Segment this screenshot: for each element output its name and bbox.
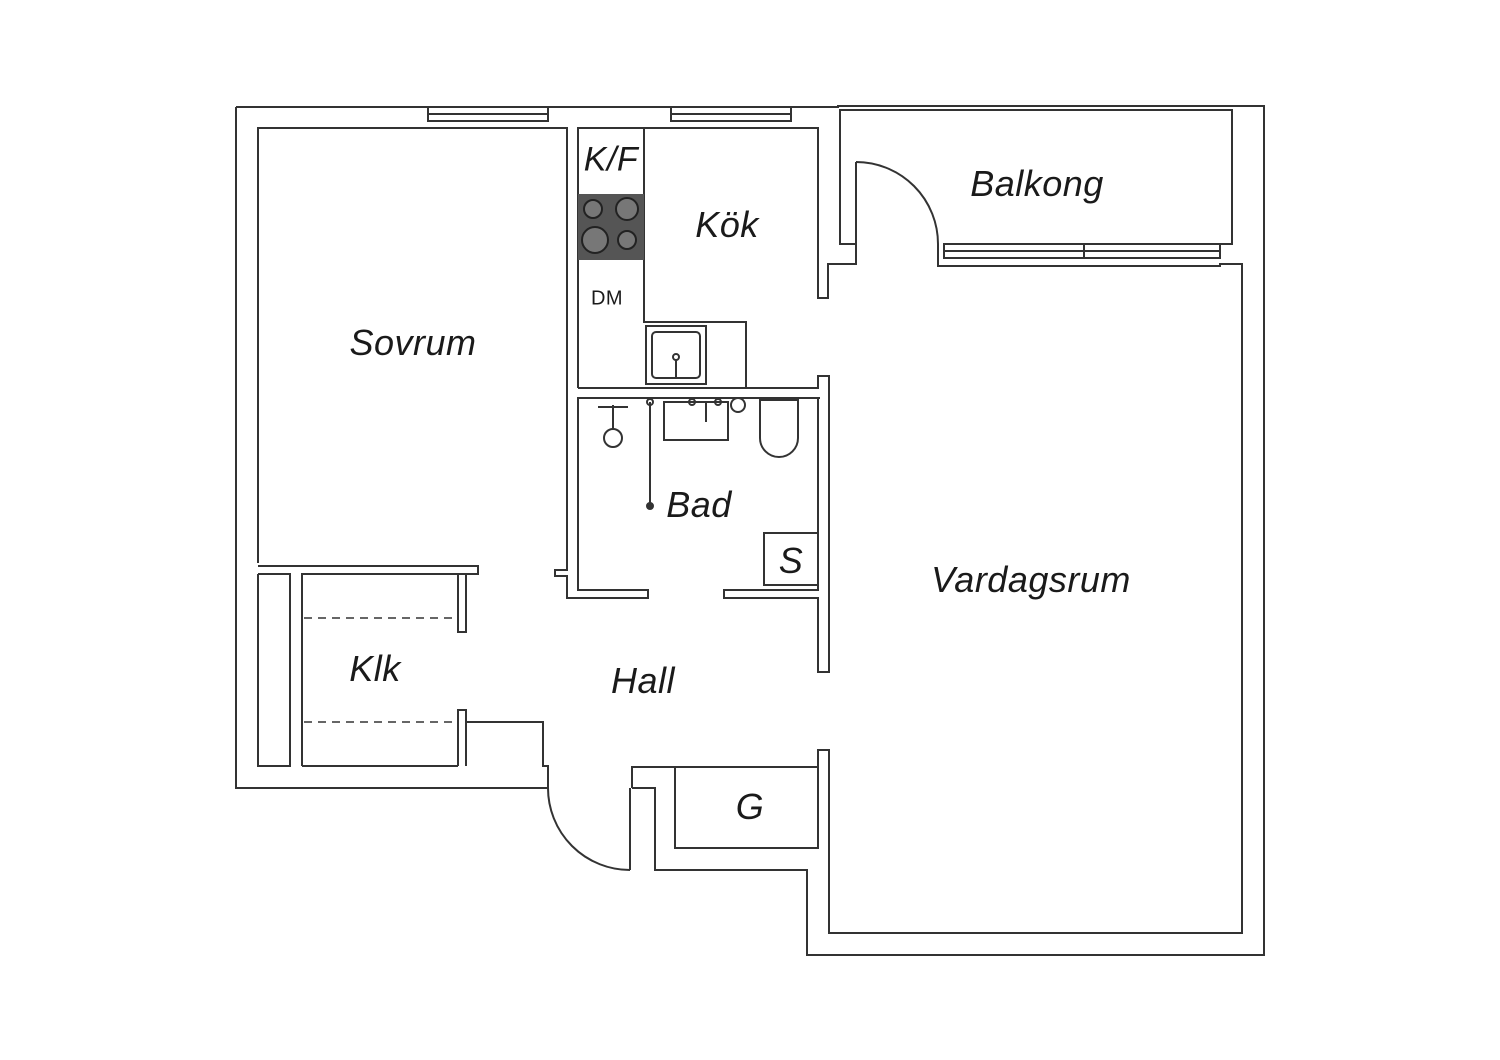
label-dm: DM (590, 287, 624, 310)
bath-basin (663, 401, 729, 441)
hall-lower-wall (631, 766, 675, 788)
label-balkong: Balkong (970, 163, 1104, 204)
balcony-door (855, 161, 939, 245)
label-hall: Hall (610, 660, 676, 701)
label-bad: Bad (666, 484, 732, 525)
toilet (759, 399, 799, 458)
label-kf: K/F (583, 140, 639, 179)
kitchen-divider (643, 128, 747, 388)
label-sovrum: Sovrum (349, 322, 477, 363)
label-vardagsrum: Vardagsrum (931, 559, 1131, 600)
kitchen-bath-wall (578, 375, 830, 673)
entrance-door (547, 787, 631, 871)
closet-wall (258, 565, 479, 766)
outer-wall-inner-top (577, 109, 1233, 388)
closet-right-top (457, 574, 467, 633)
kitchen-sink (645, 325, 707, 385)
entry-wall (465, 721, 549, 788)
closet-right-bottom (457, 709, 467, 766)
outer-wall-outer-left (235, 107, 548, 789)
shower-head (603, 428, 623, 448)
label-g: G (735, 786, 765, 827)
outer-wall-outer (236, 105, 1265, 956)
stove (578, 194, 644, 260)
outer-wall-inner-left (257, 127, 820, 599)
shaft-s (763, 532, 819, 586)
closet-left (257, 573, 291, 767)
label-klk: Klk (349, 648, 401, 689)
label-kok: Kök (695, 204, 759, 245)
label-s: S (778, 540, 804, 581)
